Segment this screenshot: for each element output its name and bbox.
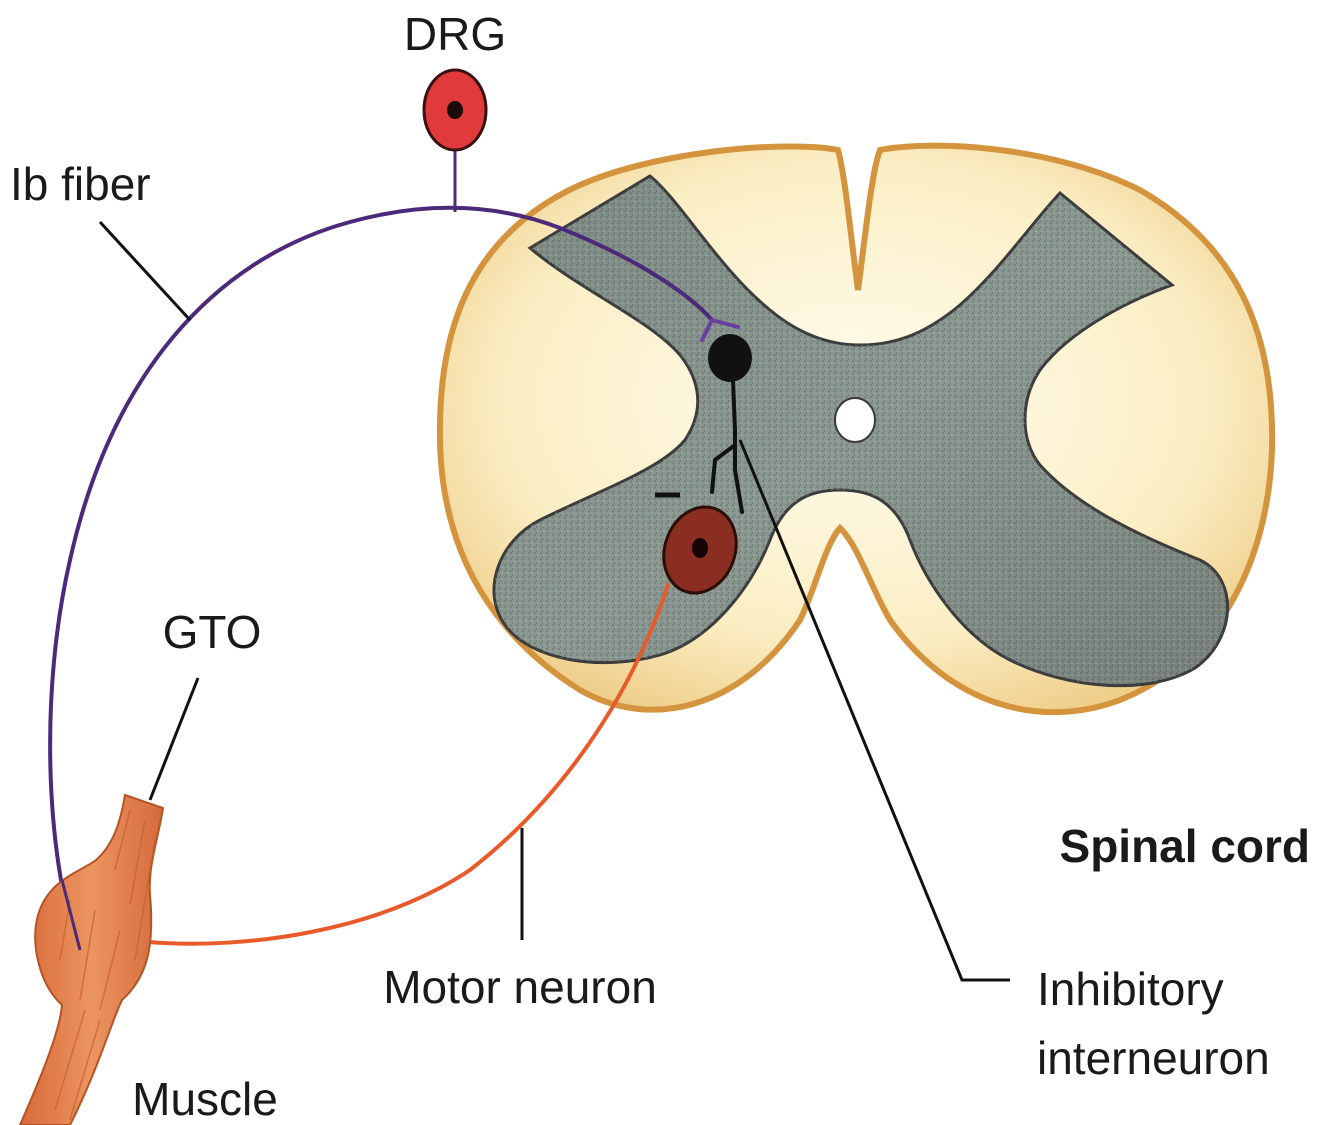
gto-leader — [150, 678, 198, 800]
inhibitory-label-line1: Inhibitory — [1037, 963, 1224, 1015]
inhibitory-interneuron-cell — [708, 334, 752, 382]
ib-fiber-leader — [100, 222, 190, 320]
motor-neuron-label: Motor neuron — [383, 961, 657, 1013]
muscle-label: Muscle — [132, 1073, 278, 1125]
drg-cell — [424, 70, 486, 150]
spinal-cord-label: Spinal cord — [1060, 820, 1310, 872]
gto-label: GTO — [163, 606, 262, 658]
inhibitory-label-line2: interneuron — [1037, 1032, 1270, 1084]
drg-label: DRG — [404, 8, 506, 60]
central-canal — [835, 398, 875, 442]
ib-fiber-label: Ib fiber — [10, 158, 151, 210]
